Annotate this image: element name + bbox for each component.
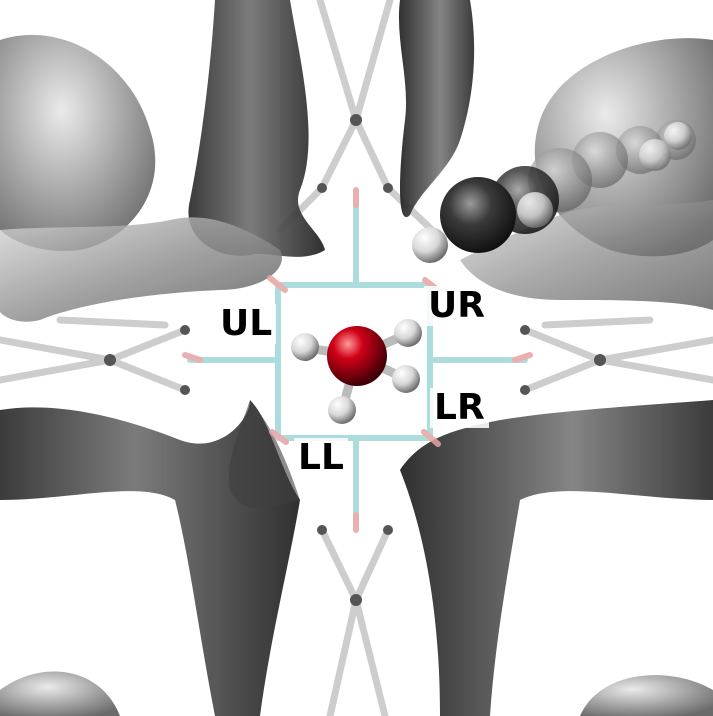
hydrogen-atom [291,333,319,361]
framework-nodes [104,114,606,606]
central-molecule [291,319,422,424]
label-ll: LL [294,438,348,478]
label-ur: UR [424,286,489,326]
hydrogen-atom [328,396,356,424]
hydrogen-atom [392,365,420,393]
alkyl-chain [412,120,696,263]
oxygen-atom [327,326,387,386]
hydrogen-atom [394,319,422,347]
label-ul: UL [216,304,277,344]
label-lr: LR [430,388,489,428]
